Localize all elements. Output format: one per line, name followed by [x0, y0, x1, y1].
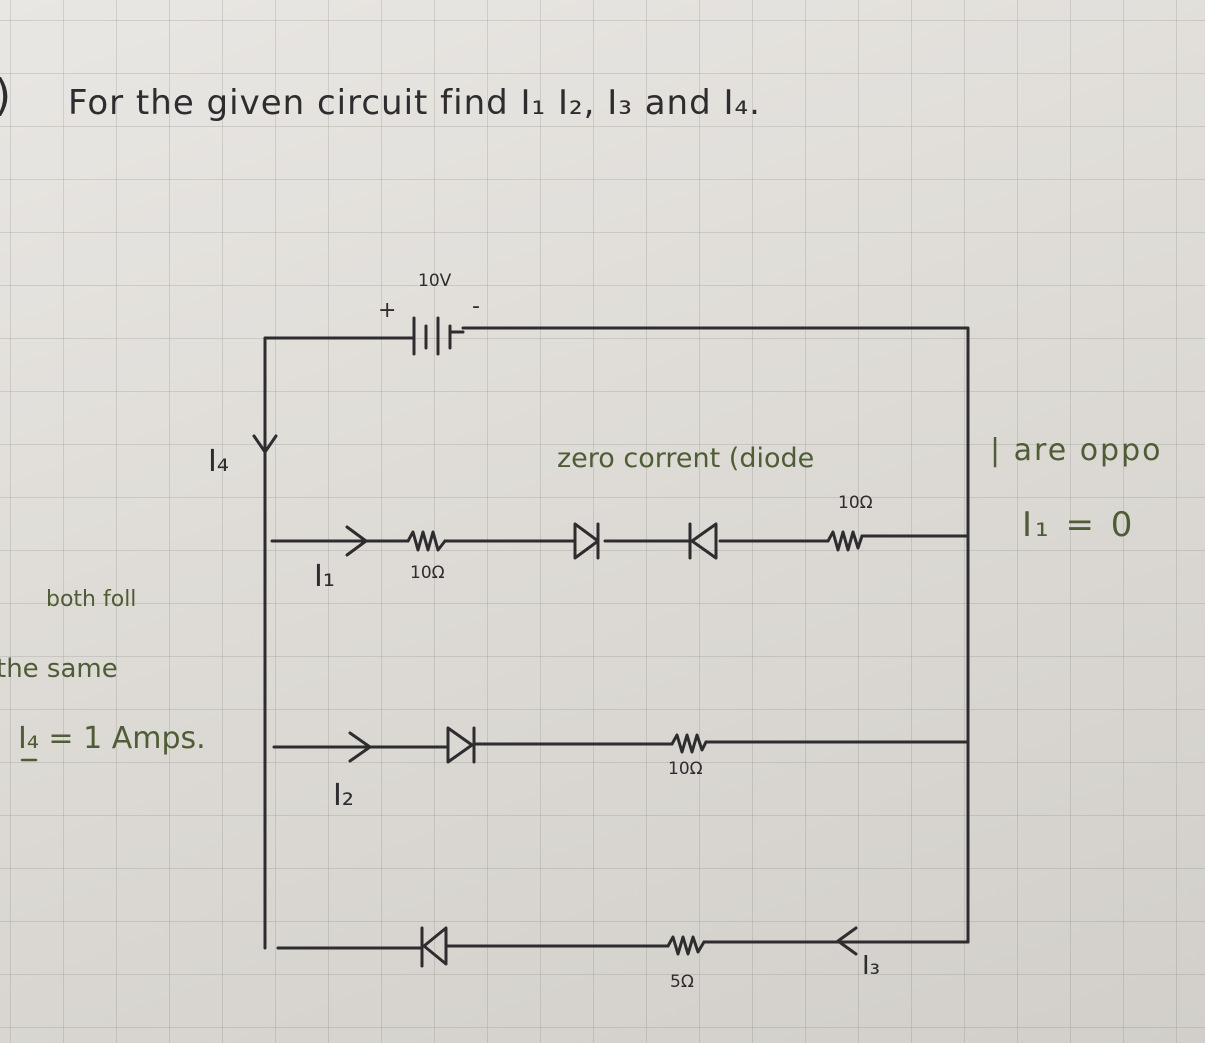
branch2-diode-forward: [446, 726, 476, 764]
i1-arrow: [345, 525, 368, 557]
top-wire-right: [461, 326, 970, 944]
i2-arrow: [348, 731, 372, 763]
branch3-diode: [420, 926, 448, 968]
question-title: For the given circuit find I₁ I₂, I₃ and…: [68, 83, 761, 123]
branch3-resistor: [666, 935, 706, 956]
battery-plus-label: +: [378, 298, 397, 323]
current-i4-label: I₄: [208, 444, 229, 479]
resistor-branch1-right-label: 10Ω: [838, 493, 873, 513]
branch1-resistor-left: [406, 530, 447, 552]
diodes-opposite-note: | are oppo: [990, 433, 1163, 468]
resistor-branch3-label: 5Ω: [670, 972, 694, 992]
current-i1-label: I₁: [314, 559, 335, 594]
question-number-marker: ): [0, 74, 11, 118]
current-i2-label: I₂: [333, 778, 354, 813]
i3-arrow: [836, 926, 858, 956]
branch1-diode-reverse: [688, 522, 718, 560]
resistor-branch1-left-label: 10Ω: [410, 563, 445, 583]
current-i3-label: I₃: [862, 951, 881, 981]
i4-arrow: [252, 434, 278, 454]
i1-result-note: I₁ = 0: [1022, 505, 1136, 545]
resistor-branch2-label: 10Ω: [668, 759, 703, 779]
battery-minus-label: -: [472, 294, 480, 319]
branch2-resistor: [670, 733, 708, 754]
branch1-diode-forward: [573, 522, 600, 560]
branch1-resistor-right: [826, 530, 864, 552]
battery-voltage-label: 10V: [418, 271, 452, 291]
battery-symbol: [406, 316, 465, 356]
the-same-note: the same: [0, 654, 118, 684]
i4-result-note: I₄ = 1 Amps.: [18, 721, 206, 756]
both-follow-note: both foll: [46, 587, 137, 612]
zero-current-note: zero corrent (diode: [557, 443, 815, 474]
